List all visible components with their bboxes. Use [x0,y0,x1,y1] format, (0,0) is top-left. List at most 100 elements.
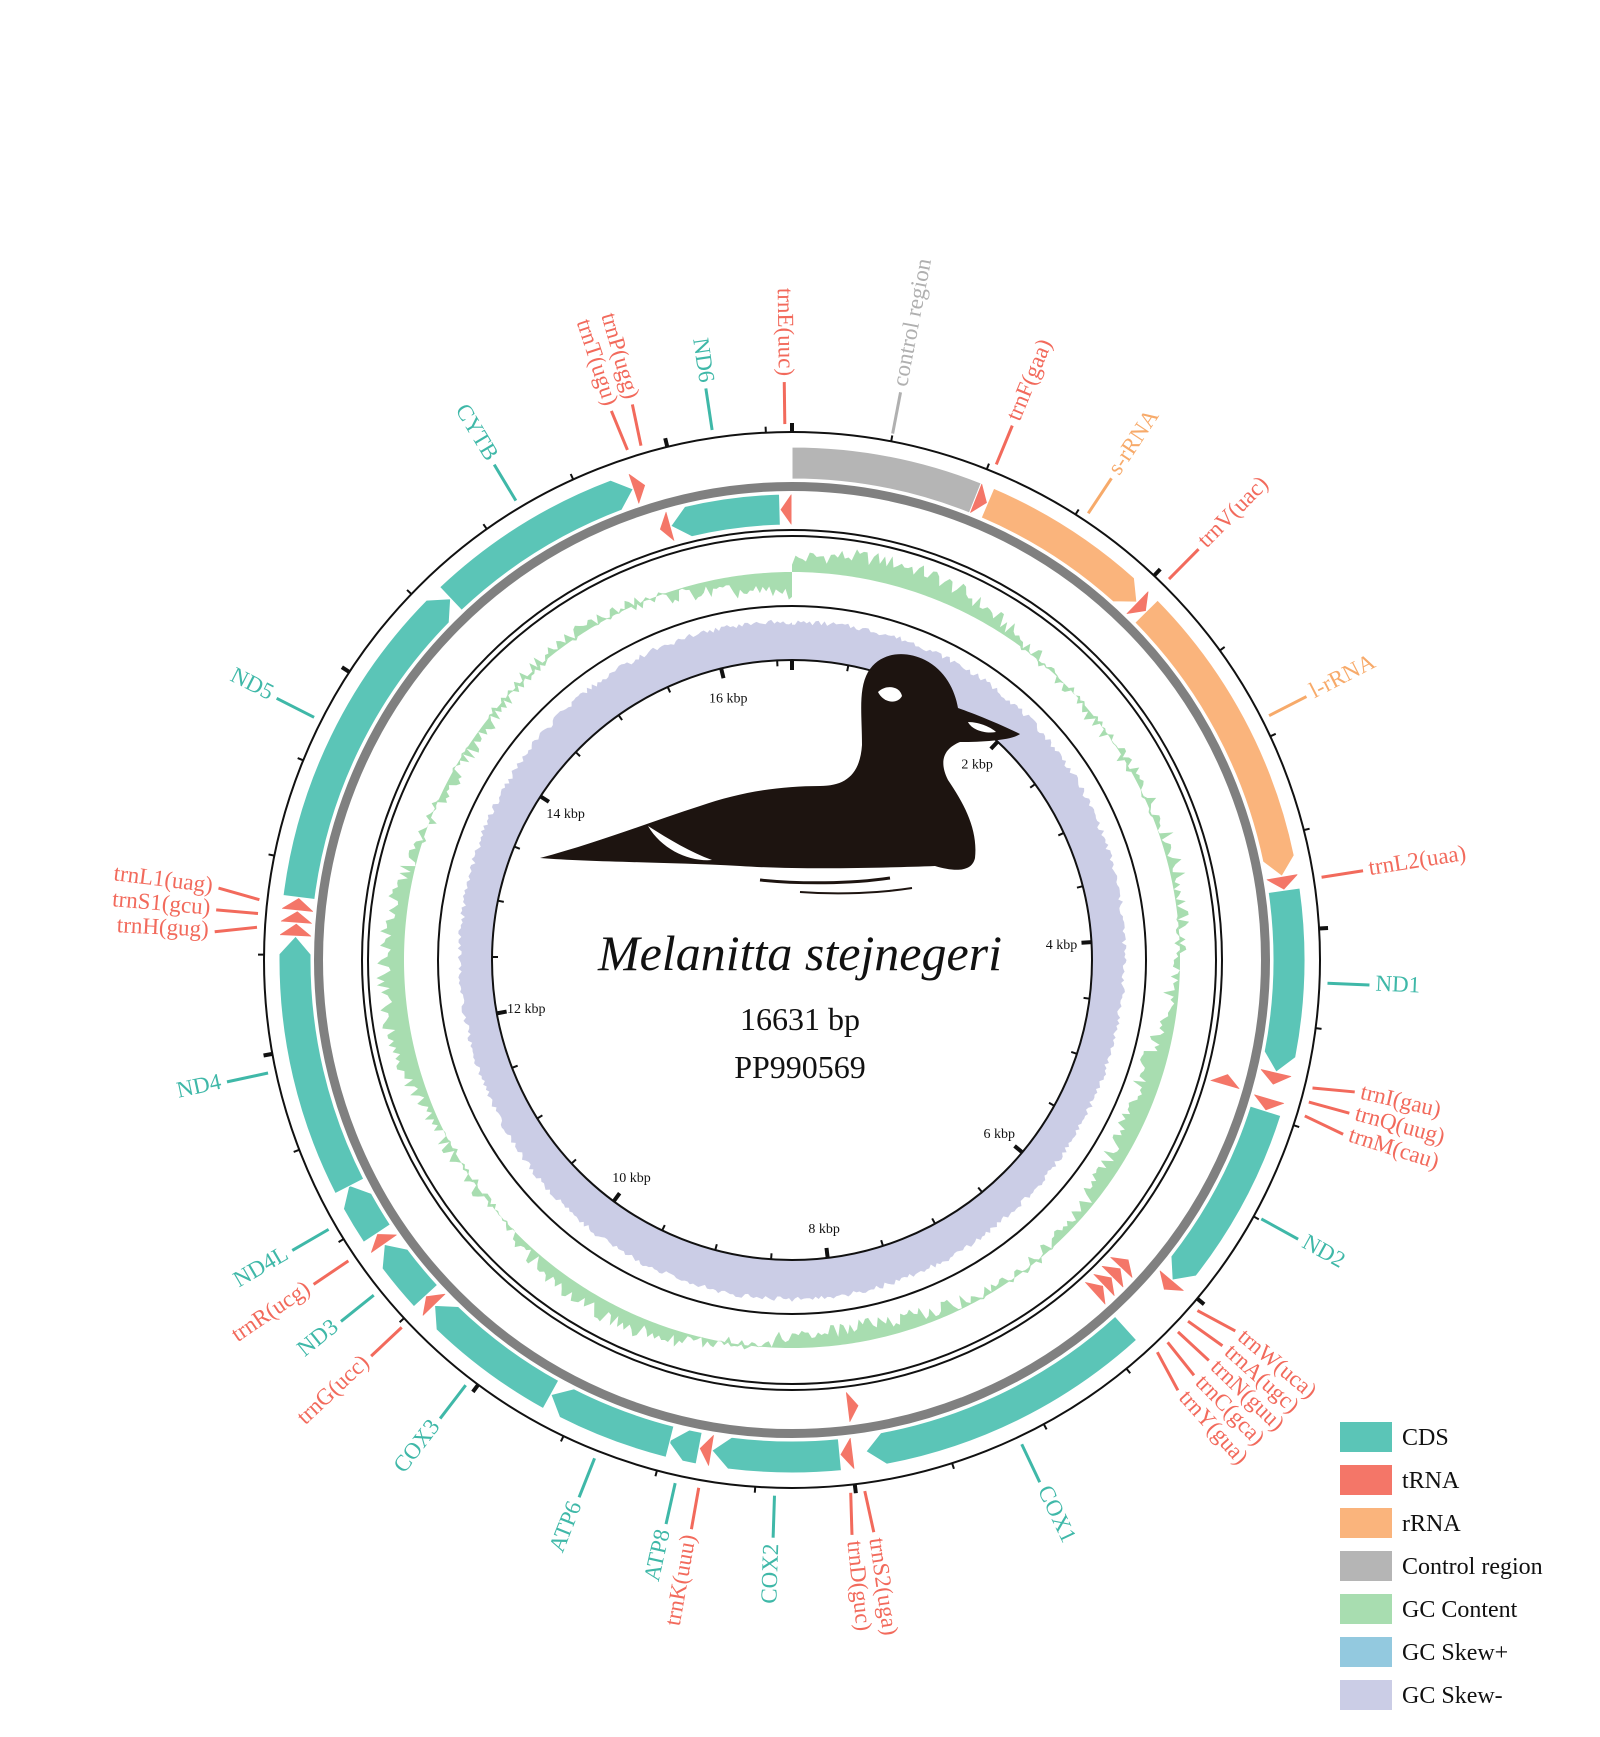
outer-tick [268,853,275,857]
leader-line [1304,1114,1344,1136]
ruler-tick [1081,940,1092,945]
feature-cytb [438,479,634,612]
outer-tick [852,1484,858,1494]
leader-line [370,1326,403,1358]
gene-label: ND3 [292,1314,343,1361]
leader-line [275,696,315,719]
ruler-tick [1070,1051,1078,1055]
feature-atp8 [667,1429,703,1465]
leader-line [577,1457,596,1498]
outer-tick [1315,1027,1322,1030]
gene-label: s-rRNA [1103,404,1164,479]
legend-label: GC Skew+ [1402,1640,1508,1666]
leader-line [664,1482,677,1525]
outer-tick [1125,1367,1131,1374]
leader-line [1268,695,1308,718]
ruler-label: 6 kbp [983,1127,1015,1142]
ruler-tick [880,1239,884,1247]
leader-line [1308,1100,1350,1115]
feature-l-rrna [1134,599,1295,878]
legend-label: Control region [1402,1554,1543,1580]
leader-line [849,1492,854,1535]
reverse-track-ring [361,529,1223,1391]
outer-tick [1293,1124,1300,1129]
gene-label: trnL2(uaa) [1367,840,1468,880]
leader-line [689,1487,701,1530]
feature-nd5 [282,598,452,901]
ruler-tick [1057,832,1065,837]
leader-line [214,925,258,934]
feature-trnw-uca [1158,1269,1186,1292]
outer-tick [569,473,575,480]
ruler-tick [575,751,581,757]
ruler-label: 12 kbp [507,1002,546,1017]
outer-tick [663,437,670,448]
leader-line [291,1228,330,1252]
gene-label: ATP6 [544,1498,587,1556]
outer-tick [482,523,488,530]
ruler-tick [719,668,726,679]
feature-trnv-uac [1125,589,1150,616]
duck-bill-mark [968,722,996,733]
leader-line [218,886,260,902]
feature-nd4l [342,1184,392,1243]
ruler-label: 8 kbp [808,1222,840,1237]
outer-tick [985,463,990,470]
gene-label: ND1 [1375,971,1421,998]
leader-line [226,1071,269,1084]
leader-line [1321,869,1364,879]
accession-number: PP990569 [734,1049,866,1085]
ruler-tick [666,686,672,693]
feature-nd2 [1170,1105,1282,1281]
leader-line [1020,1443,1042,1483]
gene-label: COX1 [1033,1481,1081,1546]
outer-tick [890,435,894,442]
leader-line [1166,1341,1196,1377]
feature-trnk-uuu [698,1433,716,1467]
legend-label: GC Skew- [1402,1683,1503,1709]
leader-line [782,382,787,425]
water-ripple-2 [799,887,913,895]
ruler-label: 16 kbp [709,692,748,707]
feature-trny-gua [1083,1280,1107,1306]
legend-swatch-tRNA [1340,1465,1392,1495]
outer-tick [263,1051,273,1058]
outer-tick [338,1238,345,1243]
outer-tick [1042,1423,1048,1430]
gene-label: trnE(uuc) [773,288,799,376]
outer-tick [1195,1296,1206,1306]
feature-trnm-cau [1253,1093,1286,1112]
outer-tick [471,1383,480,1394]
legend-swatch-rRNA [1340,1508,1392,1538]
feature-trnl1-uag [280,896,315,913]
leader-line [771,1495,776,1538]
leader-line [1176,1330,1210,1362]
outer-tick [1269,732,1277,738]
leader-line [1187,1319,1224,1347]
gene-label: COX3 [388,1414,444,1477]
leader-line [1086,477,1113,515]
leader-line [438,1384,467,1420]
gene-label: ND2 [1298,1229,1349,1272]
genome-length: 16631 bp [740,1001,860,1037]
legend-label: tRNA [1402,1468,1460,1494]
feature-trnq-uug [1209,1072,1241,1091]
legend-swatch-control [1340,1551,1392,1581]
feature-trnh-gug [279,922,313,938]
legend-swatch-gc-skew-neg [1340,1680,1392,1710]
outer-tick [293,1148,300,1153]
leader-line [312,1259,350,1286]
outer-tick [340,665,351,674]
feature-trnr-ucg [369,1232,399,1255]
ruler-tick [989,740,1000,751]
ruler-tick [1029,783,1036,789]
duck-wing-highlight [648,826,712,861]
gene-label: ND5 [227,662,278,705]
ruler-tick [511,1064,519,1069]
ruler-tick [1013,1144,1024,1154]
legend-label: rRNA [1402,1511,1461,1537]
ruler-tick [1076,885,1084,889]
gene-label: trnH(gug) [116,912,209,941]
ruler-tick [513,845,521,850]
